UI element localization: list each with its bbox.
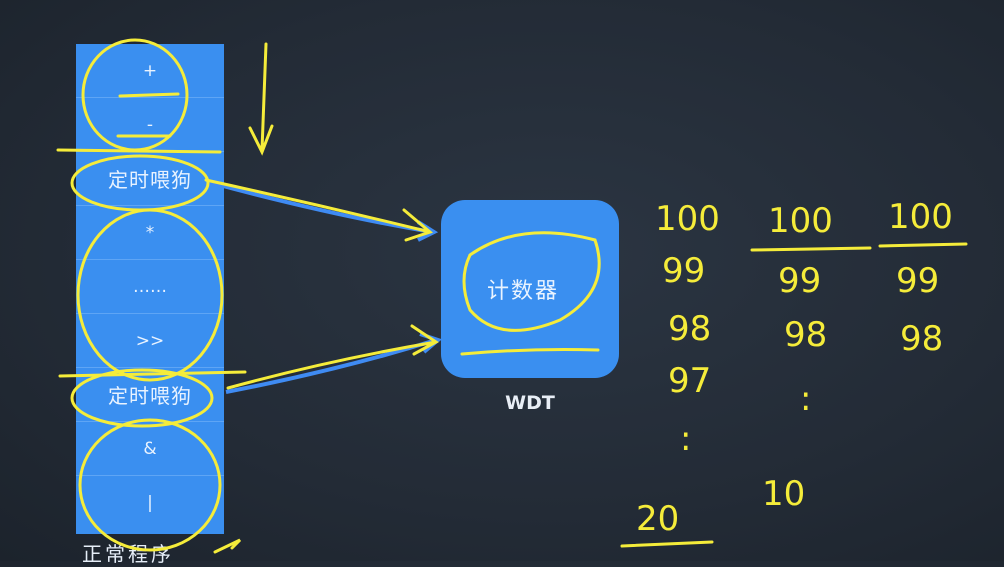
circle-middle-block [76,208,224,382]
underline-col2 [750,246,872,252]
line-feed-2 [58,370,247,378]
hw-col3-99: 99 [896,261,939,301]
hw-col2-98: 98 [784,315,827,355]
wdt-label: WDT [505,392,555,414]
circle-counter [462,231,601,332]
arrow-1-yellow [204,178,434,242]
counter-underline [460,348,600,356]
underline-col1 [620,540,714,548]
hw-col1-97: 97 [668,361,711,401]
circle-bottom-block [78,418,222,552]
stack-item-multiply: * [76,206,224,260]
hw-col2-99: 99 [778,261,821,301]
down-arrow [248,42,274,156]
line-feed-1 [56,148,222,154]
underline-plus [118,92,180,98]
hw-col1-99: 99 [662,251,705,291]
circle-feed-dog-2 [70,368,214,428]
stack-item-or: | [147,493,153,513]
hw-col2-10: 10 [762,474,805,514]
stack-item-plus: + [76,44,224,98]
hw-col2-100: 100 [768,201,833,241]
stack-item-ellipsis: …… [76,260,224,314]
hw-col1-dots: : [680,419,691,459]
hw-col1-98: 98 [668,309,711,349]
counter-label: 计数器 [487,279,560,304]
hw-col2-dots: : [800,379,811,419]
stack-item-shift: >> [76,314,224,368]
hw-col3-100: 100 [888,197,953,237]
hw-col1-20: 20 [636,499,679,539]
stack-item-feed-dog-1: 定时喂狗 [76,152,224,206]
arrow-2-yellow [226,324,439,390]
circle-feed-dog-1 [70,154,210,212]
stack-item-and: & [76,422,224,476]
caption-arrow [213,538,242,554]
underline-col3 [878,242,968,248]
hw-col3-98: 98 [900,319,943,359]
hw-col1-100: 100 [655,199,720,239]
